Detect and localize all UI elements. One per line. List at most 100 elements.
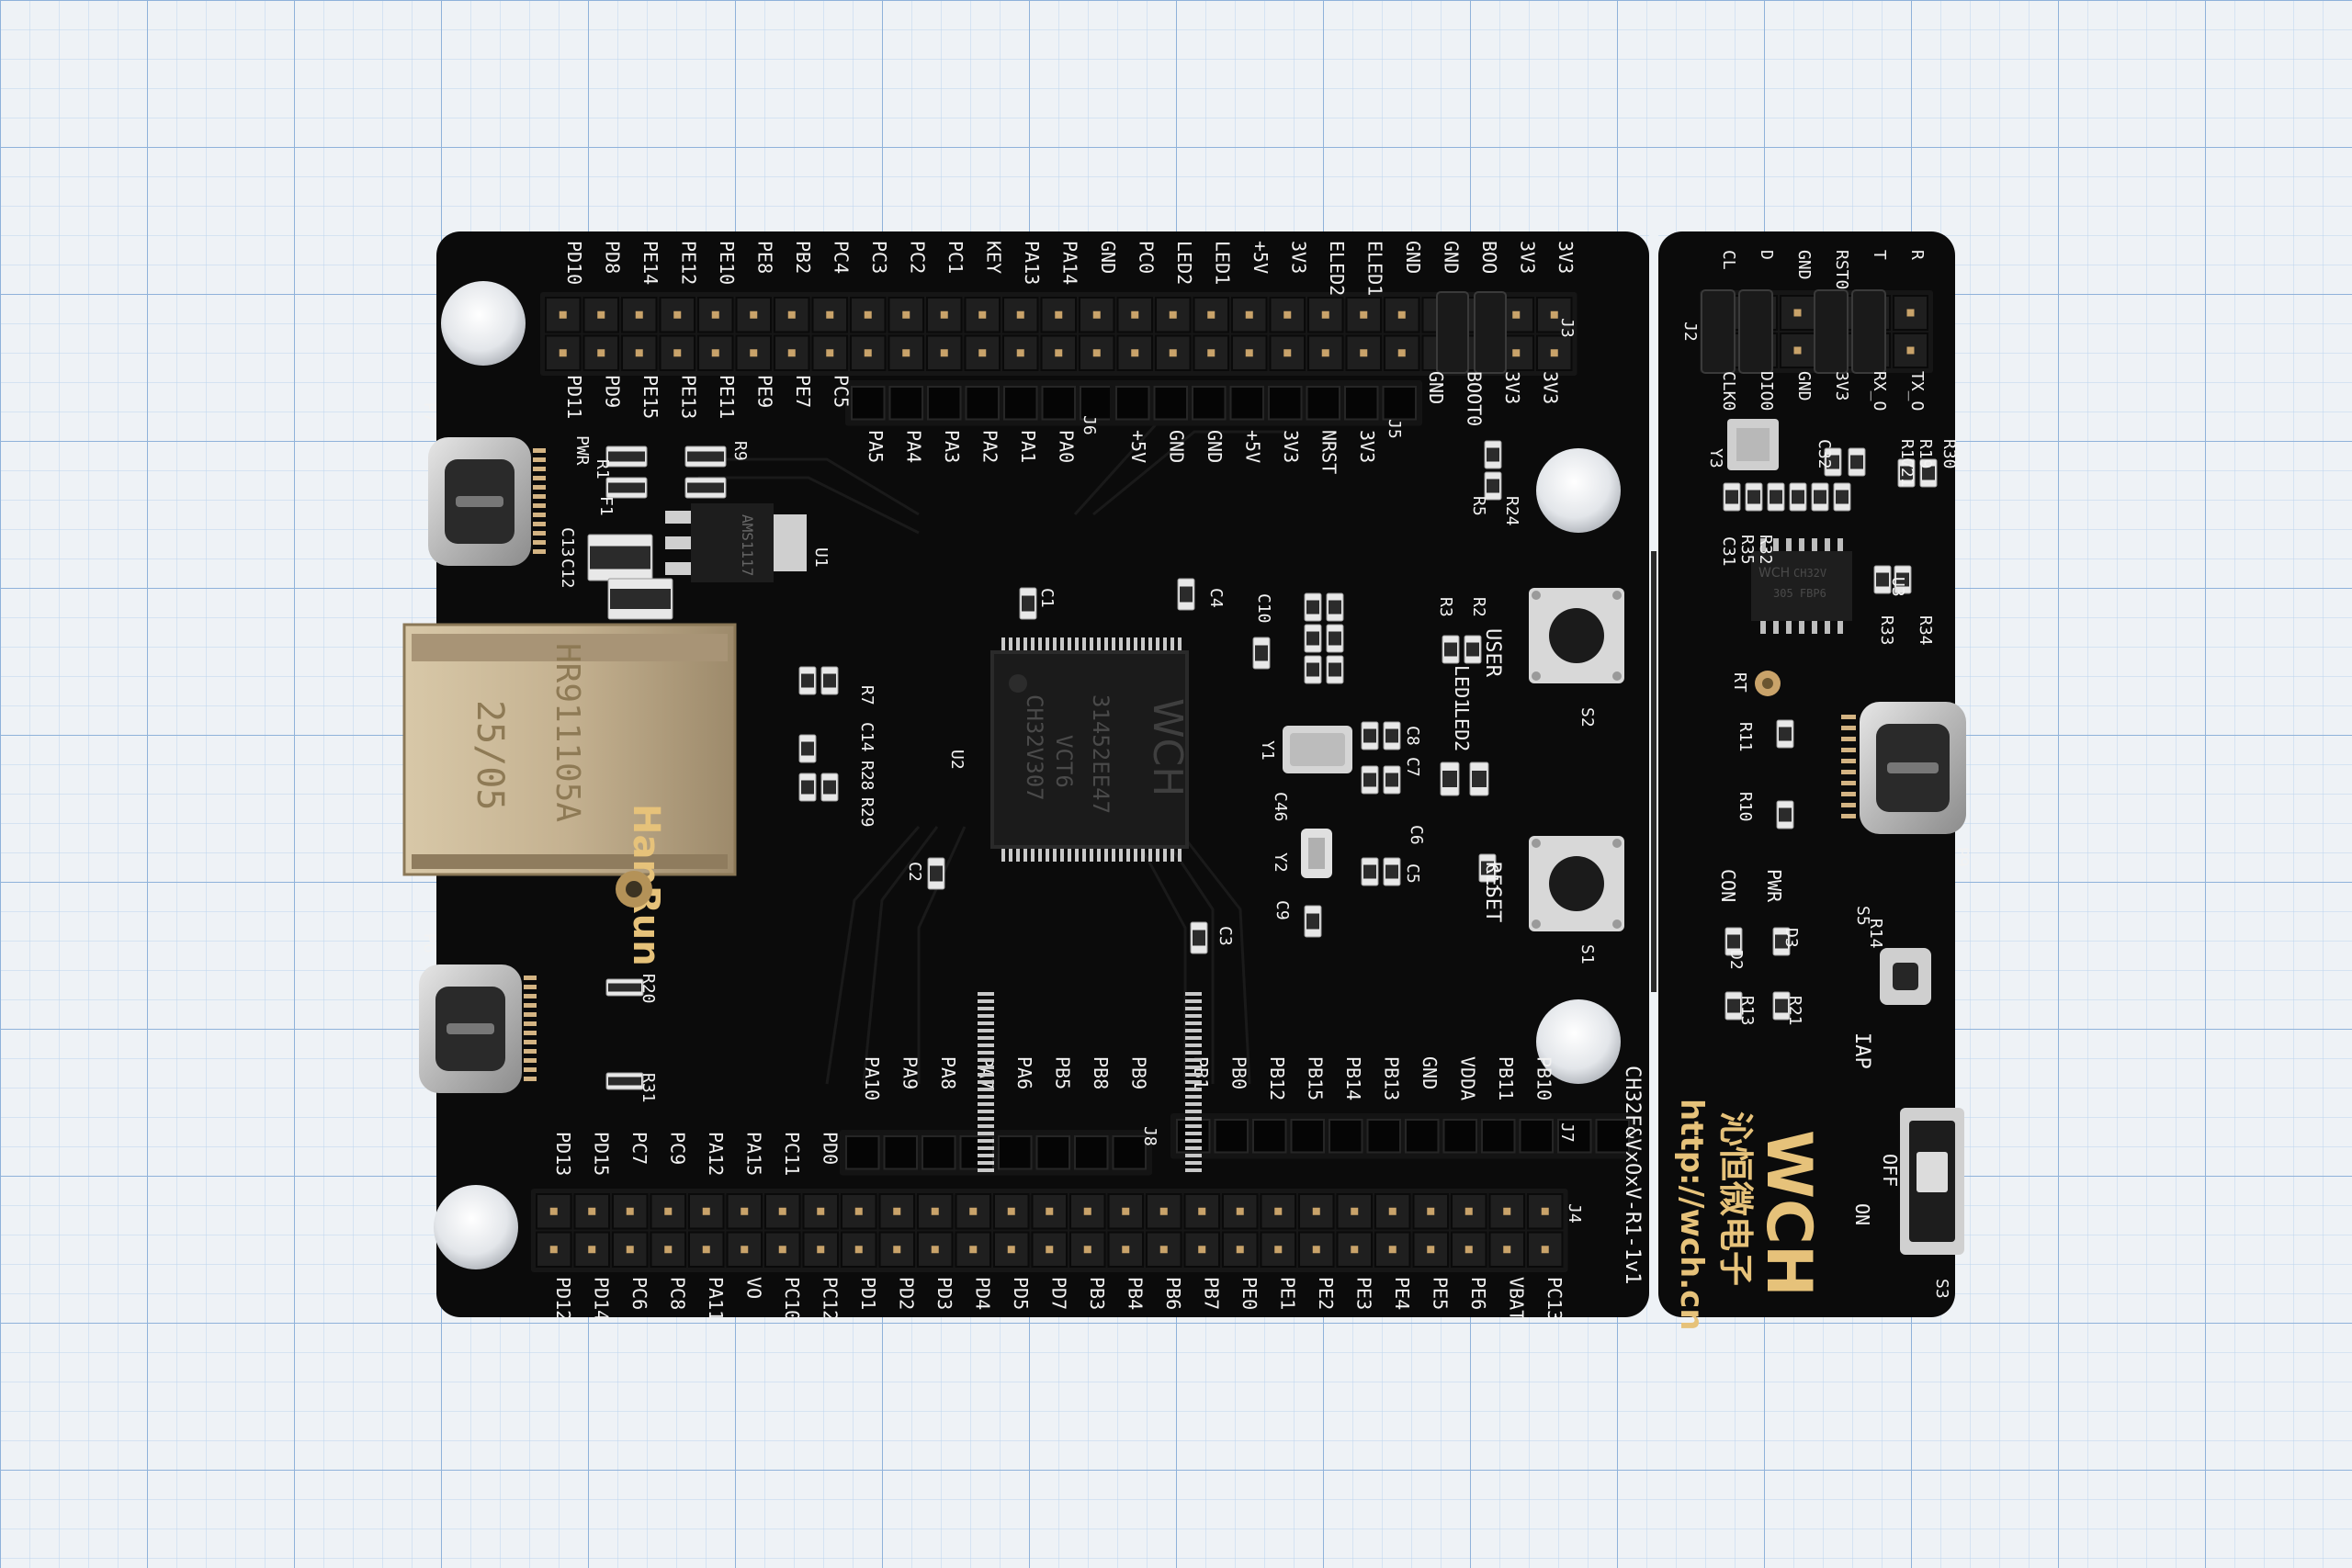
mcu-u2: WCH CH32V307 VCT6 31452EE47 xyxy=(978,637,1202,1172)
test-pads xyxy=(1755,671,1781,696)
j3-pin xyxy=(1321,349,1329,357)
j8-socket xyxy=(922,1135,956,1170)
power-switch-s3[interactable] xyxy=(1900,1108,1964,1255)
reset-button[interactable] xyxy=(1529,836,1624,931)
user-button[interactable] xyxy=(1529,588,1624,683)
ref-c46: C46 xyxy=(1271,792,1290,822)
pin-label: PD10 xyxy=(563,241,585,285)
j7-socket xyxy=(1252,1119,1287,1154)
j4-pin xyxy=(702,1207,710,1215)
ref-c11: C11 xyxy=(1482,863,1501,894)
jumper-cap[interactable] xyxy=(1474,291,1507,374)
j4-pin xyxy=(1122,1246,1130,1254)
j3-pin xyxy=(559,310,567,319)
wch-logo: WCH 沁恒微电子 http://wch.cn xyxy=(1673,1099,1825,1331)
pin-label: PE10 xyxy=(716,241,738,285)
smd-components xyxy=(587,440,1938,1090)
pin-label: 3V3 xyxy=(1555,241,1577,274)
j4-pin xyxy=(664,1207,673,1215)
j4-pin xyxy=(549,1246,558,1254)
ref-rt: RT xyxy=(1730,672,1749,693)
header-j5 xyxy=(1110,380,1422,426)
jumper-cap[interactable] xyxy=(1738,289,1773,374)
ref-c1: C1 xyxy=(1037,588,1057,608)
j7-socket xyxy=(1329,1119,1363,1154)
j7-socket xyxy=(1442,1119,1477,1154)
bridge-brand: WCH xyxy=(1758,566,1790,581)
pin-label: PD11 xyxy=(563,375,585,419)
j7-socket xyxy=(1214,1119,1249,1154)
pin-label: CLK0 xyxy=(1719,371,1738,411)
jumper-cap[interactable] xyxy=(1851,289,1886,374)
pin-label: PC8 xyxy=(667,1277,689,1310)
j4-pin xyxy=(702,1246,710,1254)
ref-c6: C6 xyxy=(1407,825,1426,845)
j8-socket xyxy=(845,1135,880,1170)
switch-off-label: OFF xyxy=(1879,1154,1901,1187)
pin-label: T xyxy=(1870,250,1889,260)
usb-c-p9[interactable] xyxy=(1841,702,1966,834)
pin-label: PA0 xyxy=(1056,430,1078,463)
usb-c-p6[interactable] xyxy=(419,964,537,1093)
header-j8 xyxy=(840,1130,1152,1176)
jumper-cap[interactable] xyxy=(1436,291,1469,374)
j4-pin xyxy=(1274,1246,1283,1254)
pin-label: PE7 xyxy=(792,375,814,408)
ref-r5: R5 xyxy=(1469,496,1488,516)
labels-j8: PA10PA9PA8PA7PA6PB5PB8PB9 xyxy=(861,1056,1150,1100)
pin-label: PA5 xyxy=(865,430,887,463)
j3-pin xyxy=(1283,310,1292,319)
pin-label: LED1 xyxy=(1212,241,1234,285)
pin-label: TX_O xyxy=(1907,371,1927,411)
j8-socket xyxy=(883,1135,918,1170)
jumper-cap[interactable] xyxy=(1814,289,1849,374)
pin-label: PA12 xyxy=(705,1132,727,1176)
j3-pin xyxy=(1092,310,1101,319)
pin-label: 3V3 xyxy=(1280,430,1302,463)
j3-pin xyxy=(559,349,567,357)
user-label: USER xyxy=(1481,628,1504,678)
ref-j8: J8 xyxy=(1140,1126,1159,1146)
j3-pin xyxy=(1016,349,1024,357)
j3-pin xyxy=(635,310,643,319)
iap-button[interactable] xyxy=(1880,948,1931,1005)
pin-label: PE14 xyxy=(639,241,662,285)
j4-pin xyxy=(1503,1246,1511,1254)
j4-pin xyxy=(1122,1207,1130,1215)
j4-pin xyxy=(1351,1246,1359,1254)
j4-pin xyxy=(1388,1246,1396,1254)
j4-pin xyxy=(893,1246,901,1254)
pin-label: PC6 xyxy=(628,1277,650,1310)
j4-pin xyxy=(1198,1246,1206,1254)
bridge-line1: CH32V xyxy=(1793,567,1826,580)
rj45-jack[interactable]: HanRun HR911105A 25/05 xyxy=(402,623,737,966)
j3-pin xyxy=(1055,349,1063,357)
j4-pin xyxy=(1198,1207,1206,1215)
pin-label: PD5 xyxy=(1010,1277,1032,1310)
con-led-label: CON xyxy=(1717,869,1739,902)
pin-label: GND xyxy=(1097,241,1119,274)
pin-label: PB14 xyxy=(1342,1056,1364,1100)
pin-label: PE6 xyxy=(1467,1277,1489,1310)
pin-label: PB7 xyxy=(1201,1277,1223,1310)
bridge-chip: WCH CH32V 305 FBP6 xyxy=(1751,538,1852,634)
pin-label: NRST xyxy=(1318,430,1340,474)
j3-pin xyxy=(1245,349,1253,357)
j4-pin xyxy=(778,1207,786,1215)
pin-label: PD0 xyxy=(820,1132,842,1165)
pin-label: PE5 xyxy=(1430,1277,1452,1310)
usb-c-p7[interactable] xyxy=(428,437,546,566)
j4-pin xyxy=(588,1207,596,1215)
j7-socket xyxy=(1481,1119,1516,1154)
j8-socket xyxy=(998,1135,1033,1170)
j4-pin xyxy=(626,1246,634,1254)
jumper-cap[interactable] xyxy=(1701,289,1736,374)
ref-c14: C14 xyxy=(857,722,876,752)
j3-pin xyxy=(978,310,987,319)
j3-pin xyxy=(711,310,719,319)
pin-label: PC9 xyxy=(667,1132,689,1165)
pin-label: GND xyxy=(1425,371,1447,404)
